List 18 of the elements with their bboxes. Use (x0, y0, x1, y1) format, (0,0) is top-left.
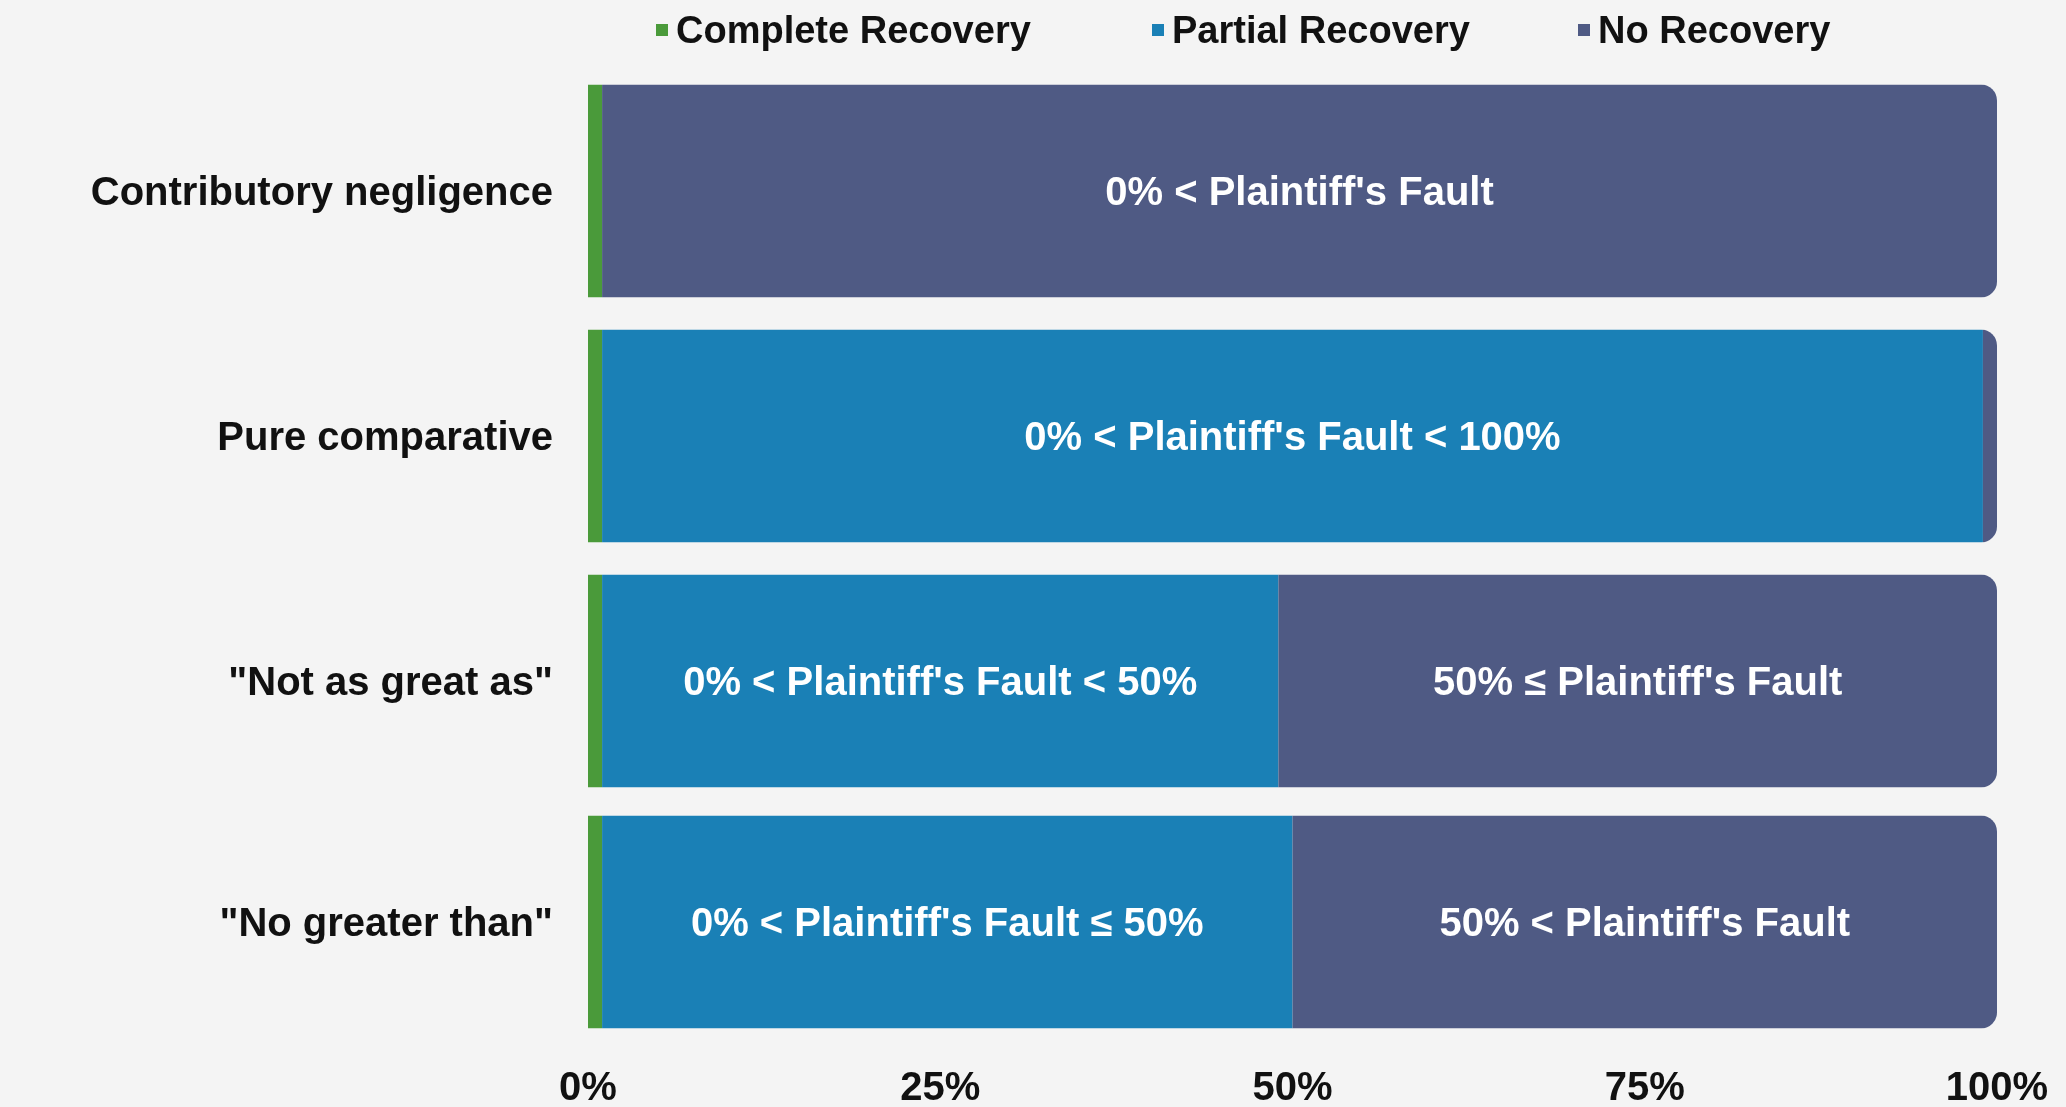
tick-label: 25% (900, 1063, 981, 1107)
tick-label: 75% (1604, 1063, 1685, 1107)
bar-label: 50% < Plaintiff's Fault (1439, 899, 1851, 946)
category-label: Pure comparative (217, 413, 553, 460)
legend-label: No Recovery (1598, 8, 1831, 53)
tick-label: 0% (559, 1063, 617, 1107)
legend-label: Complete Recovery (676, 8, 1031, 53)
bar-label: 0% < Plaintiff's Fault < 100% (1024, 413, 1561, 460)
tick-label: 50% (1252, 1063, 1333, 1107)
category-label: Contributory negligence (90, 168, 553, 215)
category-label: "No greater than" (219, 899, 553, 946)
bar-label: 0% < Plaintiff's Fault (1105, 168, 1494, 215)
legend-label: Partial Recovery (1172, 8, 1470, 53)
tick-label: 100% (1945, 1063, 2049, 1107)
bar-label: 0% < Plaintiff's Fault ≤ 50% (690, 899, 1204, 946)
bar-label: 0% < Plaintiff's Fault < 50% (683, 658, 1198, 705)
category-label: "Not as great as" (228, 658, 553, 705)
bar-label: 50% ≤ Plaintiff's Fault (1433, 658, 1843, 705)
